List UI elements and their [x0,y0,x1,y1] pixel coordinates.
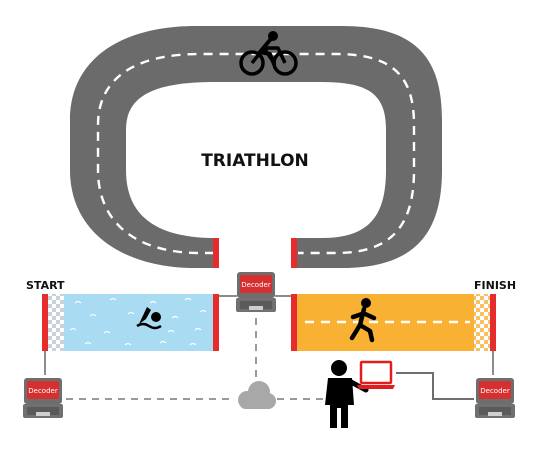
road [70,26,442,268]
runner-icon [349,298,377,343]
laptop-icon [357,360,395,389]
decoder-icon: Decoder [475,378,515,418]
connection-lines [44,295,494,400]
finish-checkered-strip [474,294,490,351]
decoder-label: Decoder [241,281,271,289]
bike-exit-mat [213,238,219,268]
run-entry-mat [291,294,297,351]
diagram-title: TRIATHLON [201,151,309,171]
bike-course [70,26,442,268]
cyclist-icon [239,31,298,76]
run-zone [291,294,496,351]
lane-marking [96,52,416,255]
swim-exit-mat [213,294,219,351]
finish-label: FINISH [474,279,516,292]
start-checkered-strip [48,294,64,351]
start-label: START [26,279,65,292]
decoder-label: Decoder [28,387,58,395]
laptop-to-finish-decoder [396,372,474,400]
decoder-icon: Decoder [236,272,276,312]
swimmer-icon [136,307,162,330]
decoder-label: Decoder [480,387,510,395]
decoder-icon: Decoder [23,378,63,418]
water [64,294,214,351]
start-mat [42,294,48,351]
swim-zone [42,294,219,351]
bike-entry-mat [291,238,297,268]
cloud-icon [238,381,276,409]
finish-mat [490,294,496,351]
